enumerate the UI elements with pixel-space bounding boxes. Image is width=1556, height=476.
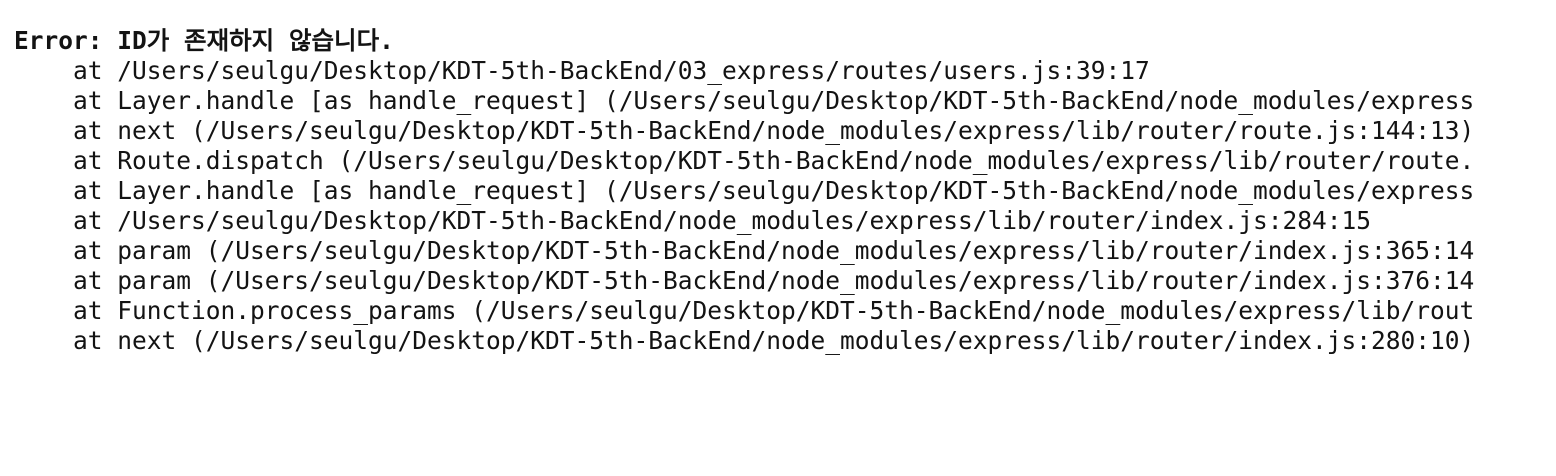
stack-frame-line: at param (/Users/seulgu/Desktop/KDT-5th-… [14, 266, 1475, 295]
stack-frame-line: at Route.dispatch (/Users/seulgu/Desktop… [14, 146, 1475, 175]
stack-frame-line: at /Users/seulgu/Desktop/KDT-5th-BackEnd… [14, 56, 1150, 85]
stack-frame-line: at Function.process_params (/Users/seulg… [14, 296, 1475, 325]
stack-frame-line: at param (/Users/seulgu/Desktop/KDT-5th-… [14, 236, 1475, 265]
stack-frame-line: at next (/Users/seulgu/Desktop/KDT-5th-B… [14, 116, 1475, 145]
stack-frame-line: at Layer.handle [as handle_request] (/Us… [14, 176, 1475, 205]
stack-frame-line: at Layer.handle [as handle_request] (/Us… [14, 86, 1475, 115]
stack-frame-line: at next (/Users/seulgu/Desktop/KDT-5th-B… [14, 326, 1475, 355]
error-message-line: Error: ID가 존재하지 않습니다. [14, 26, 394, 55]
stack-frame-line: at /Users/seulgu/Desktop/KDT-5th-BackEnd… [14, 206, 1372, 235]
